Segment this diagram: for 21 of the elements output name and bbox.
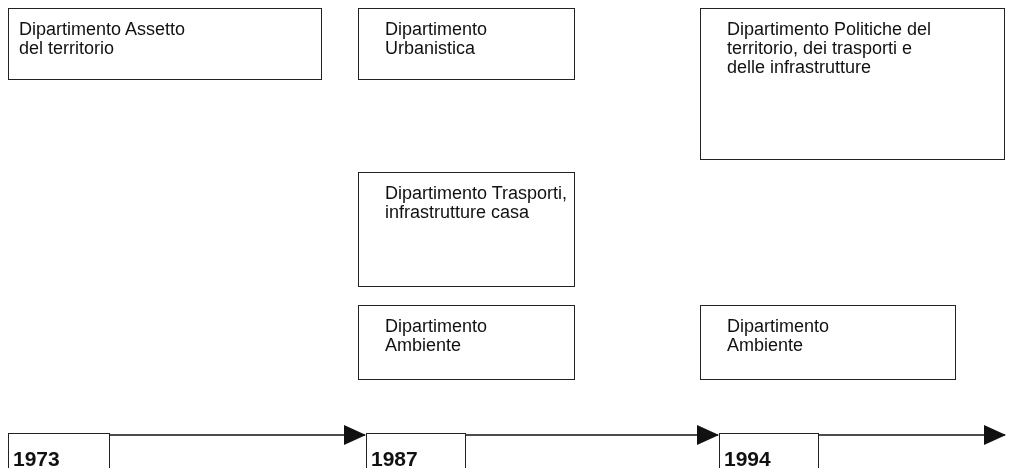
department-box xyxy=(8,8,322,80)
department-label: Dipartimento Ambiente xyxy=(385,317,489,355)
department-box xyxy=(700,8,1005,160)
year-box xyxy=(366,433,466,468)
department-box xyxy=(358,8,575,80)
timeline-arrow xyxy=(109,425,366,445)
department-label: Dipartimento Urbanistica xyxy=(385,20,489,58)
timeline-arrow xyxy=(465,425,719,445)
timeline-arrow xyxy=(818,425,1006,445)
department-label: Dipartimento Politiche del territorio, dei trasporti e delle infrastrutture xyxy=(727,20,933,77)
year-label: 1987 xyxy=(371,447,419,468)
department-box xyxy=(358,305,575,380)
year-box xyxy=(8,433,110,468)
department-box xyxy=(358,172,575,287)
department-label: Dipartimento Trasporti, infrastrutture casa xyxy=(385,184,569,222)
year-label: 1973 xyxy=(13,447,61,468)
department-label: Dipartimento Assetto del territorio xyxy=(19,20,187,58)
department-label: Dipartimento Ambiente xyxy=(727,317,831,355)
year-box xyxy=(719,433,819,468)
year-label: 1994 xyxy=(724,447,772,468)
department-box xyxy=(700,305,956,380)
